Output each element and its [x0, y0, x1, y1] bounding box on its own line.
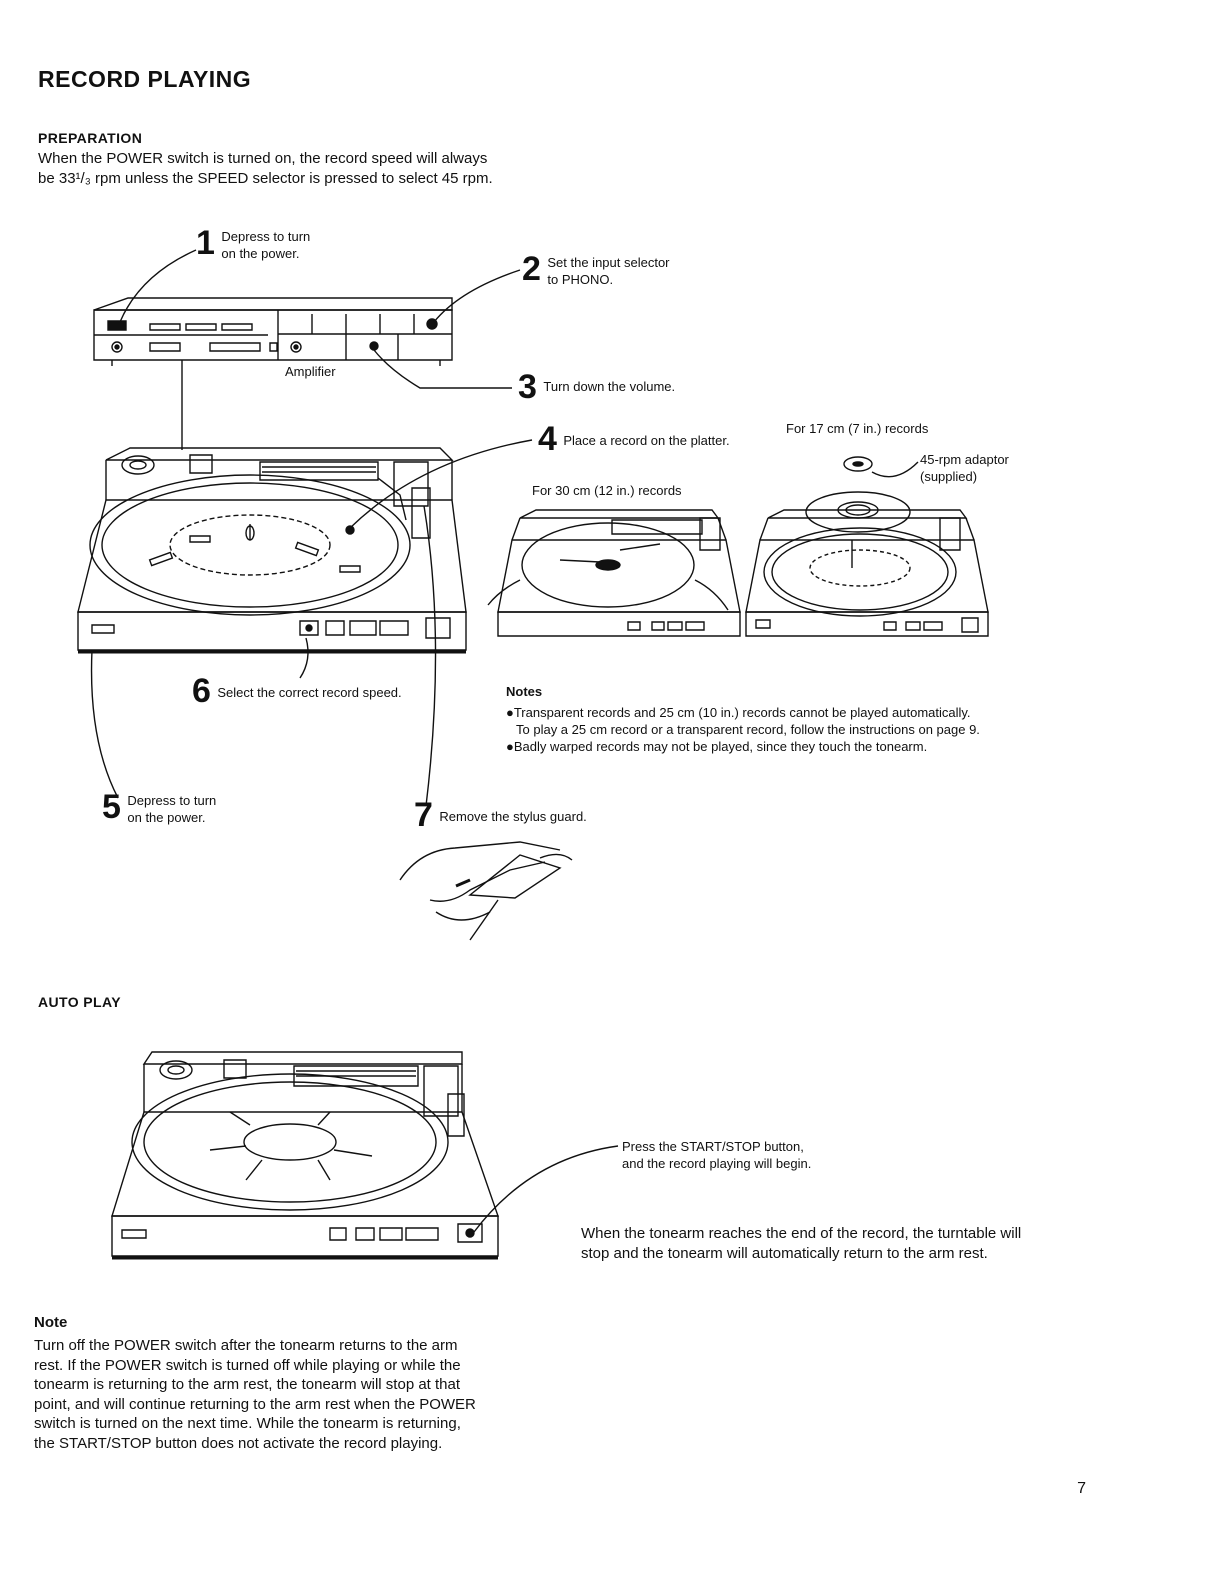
- note-line: tonearm is returning to the arm rest, th…: [34, 1376, 461, 1393]
- adaptor-label-line-1: 45-rpm adaptor: [920, 452, 1009, 467]
- step-1-number: 1: [196, 224, 215, 262]
- note-body: Turn off the POWER switch after the tone…: [34, 1336, 476, 1453]
- tonearm-end-line-1: When the tonearm reaches the end of the …: [581, 1225, 1022, 1242]
- note-line: the START/STOP button does not activate …: [34, 1434, 443, 1452]
- stylus-guard-illustration: [400, 842, 572, 940]
- note-item-1: ●Transparent records and 25 cm (10 in.) …: [506, 704, 980, 738]
- step-3-line-1: Turn down the volume.: [543, 379, 676, 394]
- leader-lines: [92, 250, 618, 1232]
- step-5: 5 Depress to turn on the power.: [102, 788, 217, 826]
- preparation-text: When the POWER switch is turned on, the …: [38, 149, 493, 189]
- adaptor-label-line-2: (supplied): [920, 469, 978, 484]
- tonearm-end-text: When the tonearm reaches the end of the …: [581, 1224, 1021, 1264]
- amplifier-label: Amplifier: [285, 364, 336, 379]
- note-line: Turn off the POWER switch after the tone…: [34, 1337, 458, 1354]
- step-2: 2 Set the input selector to PHONO.: [522, 250, 670, 288]
- turntable-illustration-30cm: [488, 510, 740, 636]
- press-start-stop-line-1: Press the START/STOP button,: [622, 1139, 804, 1154]
- step-1: 1 Depress to turn on the power.: [196, 224, 311, 262]
- step-5-number: 5: [102, 788, 121, 826]
- turntable-illustration-main: [78, 448, 466, 652]
- notes-heading: Notes: [506, 684, 543, 699]
- step-6-number: 6: [192, 672, 211, 710]
- step-6: 6 Select the correct record speed.: [192, 672, 402, 710]
- step-5-line-1: Depress to turn: [127, 793, 217, 808]
- for-17cm-label: For 17 cm (7 in.) records: [786, 421, 929, 436]
- step-4-line-1: Place a record on the platter.: [563, 433, 730, 448]
- press-start-stop-text: Press the START/STOP button, and the rec…: [622, 1138, 811, 1172]
- for-30cm-label: For 30 cm (12 in.) records: [532, 483, 682, 498]
- note-item-1-line-1: ●Transparent records and 25 cm (10 in.) …: [506, 705, 971, 720]
- page-number: 7: [1077, 1480, 1086, 1497]
- step-4: 4 Place a record on the platter.: [538, 420, 730, 458]
- step-2-line-1: Set the input selector: [547, 255, 670, 270]
- turntable-illustration-autoplay: [112, 1052, 498, 1258]
- note-item-1-line-2: To play a 25 cm record or a transparent …: [516, 722, 980, 737]
- step-7-line-1: Remove the stylus guard.: [439, 809, 587, 824]
- note-line: switch is turned on the next time. While…: [34, 1415, 461, 1432]
- step-2-number: 2: [522, 250, 541, 288]
- step-7: 7 Remove the stylus guard.: [414, 796, 587, 834]
- auto-play-heading: AUTO PLAY: [38, 994, 121, 1010]
- preparation-text-line-1: When the POWER switch is turned on, the …: [38, 150, 488, 167]
- step-7-number: 7: [414, 796, 433, 834]
- press-start-stop-line-2: and the record playing will begin.: [622, 1156, 812, 1171]
- notes-list: ●Transparent records and 25 cm (10 in.) …: [506, 704, 980, 755]
- page-title: RECORD PLAYING: [38, 66, 252, 92]
- step-3: 3 Turn down the volume.: [518, 368, 676, 406]
- step-6-line-1: Select the correct record speed.: [217, 685, 402, 700]
- turntable-illustration-17cm: [746, 457, 988, 636]
- amplifier-illustration: [94, 298, 452, 450]
- preparation-text-line-2: be 33¹/₃ rpm unless the SPEED selector i…: [38, 170, 493, 187]
- note-item-2: ●Badly warped records may not be played,…: [506, 739, 928, 754]
- adaptor-label: 45-rpm adaptor (supplied): [920, 451, 1009, 485]
- tonearm-end-line-2: stop and the tonearm will automatically …: [581, 1245, 988, 1262]
- preparation-heading: PREPARATION: [38, 130, 143, 146]
- step-3-number: 3: [518, 368, 537, 406]
- step-1-line-1: Depress to turn: [221, 229, 311, 244]
- step-4-number: 4: [538, 420, 557, 458]
- step-5-line-2: on the power.: [127, 810, 206, 825]
- step-2-line-2: to PHONO.: [547, 272, 614, 287]
- note-heading: Note: [34, 1314, 68, 1331]
- note-line: rest. If the POWER switch is turned off …: [34, 1356, 461, 1374]
- step-1-line-2: on the power.: [221, 246, 300, 261]
- note-line: point, and will continue returning to th…: [34, 1395, 476, 1413]
